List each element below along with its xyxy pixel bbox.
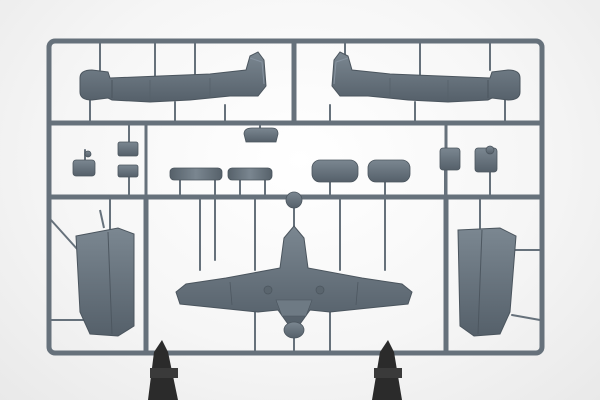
part-hub <box>285 191 303 209</box>
sprue-gates <box>50 42 541 352</box>
part-drop-tank-half-a <box>311 159 359 183</box>
lower-wing-part <box>175 225 413 339</box>
part-small-bracket <box>243 127 279 143</box>
clamp-left <box>148 340 178 400</box>
part-small-panel-b <box>117 164 139 178</box>
fuselage-half-right <box>331 51 521 103</box>
fuselage-half-left <box>79 51 267 103</box>
sprue-frame <box>46 38 545 356</box>
part-small-block <box>72 159 96 177</box>
clamp-right <box>372 340 402 400</box>
control-surface-left <box>75 209 135 337</box>
part-small-panel-a <box>117 141 139 157</box>
part-exhaust-right <box>227 167 273 181</box>
part-cylinder-a <box>439 147 461 171</box>
small-parts-row <box>72 127 498 209</box>
control-surface-right <box>457 227 517 337</box>
part-drop-tank-half-b <box>367 159 411 183</box>
part-exhaust-left <box>169 167 223 181</box>
